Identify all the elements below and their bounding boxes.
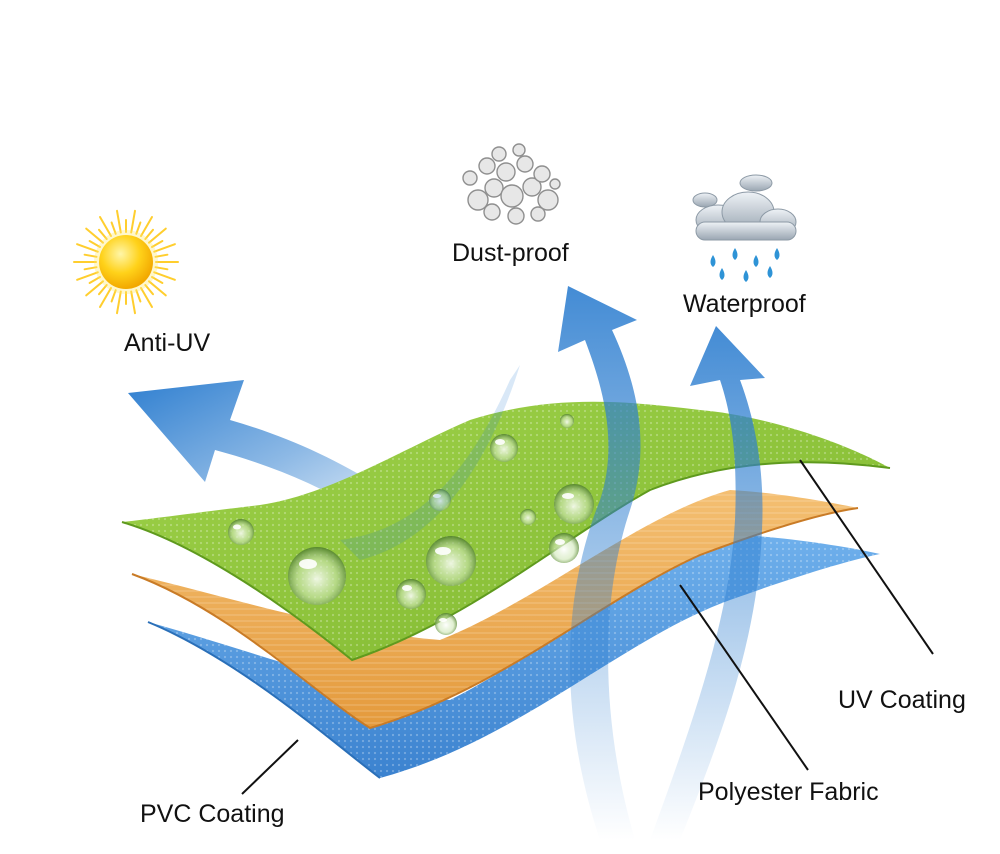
- sun-ray: [144, 228, 154, 240]
- sun-ray: [154, 266, 169, 271]
- water-droplet-icon: [560, 414, 574, 428]
- waterproof-label: Waterproof: [683, 290, 806, 318]
- dust-proof-arrow: [340, 286, 641, 840]
- water-droplet-icon: [435, 613, 457, 635]
- sun-ray: [151, 276, 164, 284]
- rain-cloud-icon: [692, 174, 797, 282]
- pvc-coating-label: PVC Coating: [140, 800, 285, 828]
- sun-ray: [116, 209, 122, 234]
- sun-ray: [140, 287, 153, 308]
- sun-ray: [83, 266, 98, 271]
- sun-ray: [154, 253, 169, 258]
- water-droplets: [228, 414, 594, 635]
- water-droplet-icon: [429, 489, 451, 511]
- water-droplet-icon: [554, 484, 594, 524]
- uv-coating-label: UV Coating: [838, 686, 966, 714]
- sun-ray: [88, 276, 101, 284]
- polyester-fabric-layer: [131, 490, 859, 730]
- sun-ray: [83, 253, 98, 258]
- water-droplet-icon: [490, 434, 518, 462]
- anti-uv-label: Anti-UV: [124, 329, 211, 357]
- sun-ray: [110, 289, 117, 303]
- sun-ray: [76, 271, 99, 281]
- sun-ray: [130, 290, 136, 315]
- sun-ray: [76, 243, 99, 253]
- uv-coating-leader: [799, 459, 934, 655]
- sun-ray: [110, 221, 117, 235]
- sun-ray: [144, 284, 154, 296]
- sun-ray: [85, 227, 104, 244]
- sun-ray: [99, 287, 112, 308]
- sun-ray: [148, 227, 167, 244]
- pvc-coating-leader: [241, 739, 299, 795]
- sun-ray: [148, 280, 167, 297]
- dust-cloud-icon: [462, 143, 561, 225]
- sun-ray: [140, 216, 153, 237]
- water-droplet-icon: [288, 547, 346, 605]
- polyester-fabric-label: Polyester Fabric: [698, 778, 879, 806]
- water-droplet-icon: [520, 509, 536, 525]
- sun-ray: [153, 271, 176, 281]
- waterproof-arrow: [650, 326, 765, 840]
- sun-ray: [116, 290, 122, 315]
- water-droplet-icon: [396, 579, 426, 609]
- sun-ray: [130, 209, 136, 234]
- sun-icon: [73, 209, 179, 315]
- sun-ray: [85, 280, 104, 297]
- sun-ray: [153, 243, 176, 253]
- water-droplet-icon: [228, 519, 254, 545]
- sun-ray: [99, 216, 112, 237]
- sun-ray: [151, 240, 164, 248]
- dust-proof-label: Dust-proof: [452, 239, 569, 267]
- sun-ray: [88, 240, 101, 248]
- sun-ray: [135, 289, 142, 303]
- sun-ray: [98, 284, 108, 296]
- polyester-fabric-leader: [679, 584, 809, 771]
- pvc-coating-layer: [147, 535, 880, 779]
- sun-ray: [98, 228, 108, 240]
- water-droplet-icon: [549, 533, 579, 563]
- water-droplet-icon: [426, 536, 476, 586]
- sun-ray: [135, 221, 142, 235]
